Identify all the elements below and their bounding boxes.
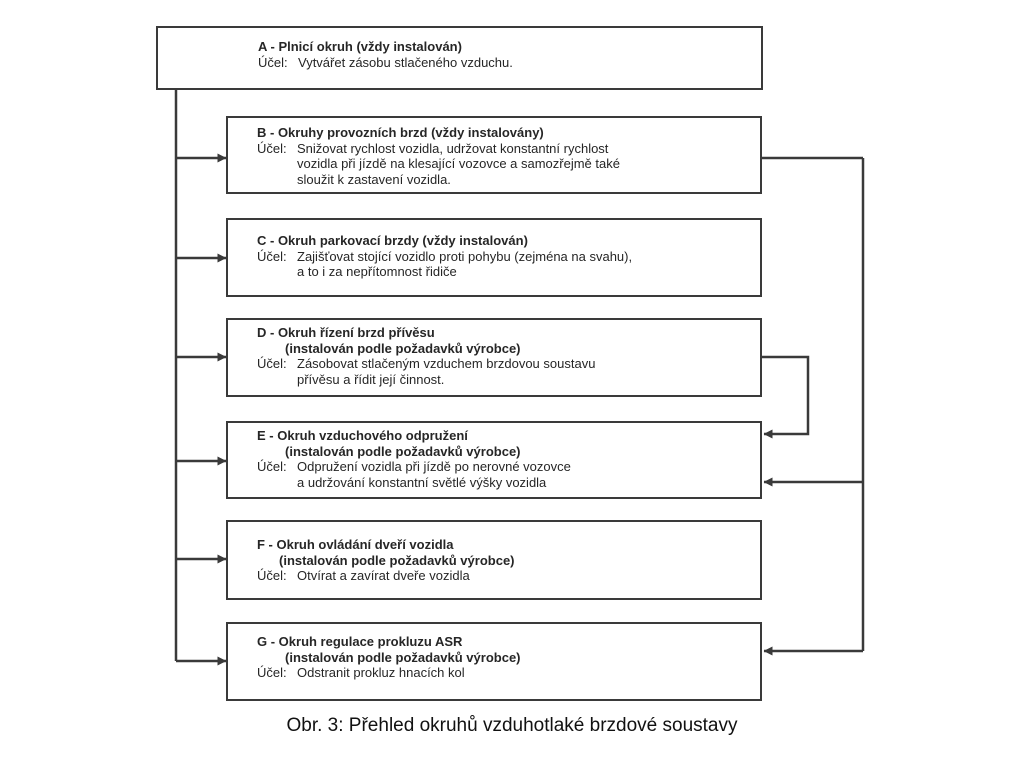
box-c-purpose-line: a to i za nepřítomnost řidiče bbox=[297, 264, 457, 279]
box-c-text: C - Okruh parkovací brzdy (vždy instalov… bbox=[257, 233, 632, 280]
box-a-purpose-line: Vytvářet zásobu stlačeného vzduchu. bbox=[298, 54, 513, 70]
box-c-purpose-label: Účel: bbox=[257, 248, 287, 264]
box-f-subtitle: (instalován podle požadavků výrobce) bbox=[279, 552, 515, 568]
box-b-purpose-line: Snižovat rychlost vozidla, udržovat kons… bbox=[297, 140, 609, 156]
box-g-purpose-label: Účel: bbox=[257, 665, 287, 680]
box-f-purpose-line: Otvírat a zavírat dveře vozidla bbox=[297, 568, 470, 583]
box-c-title: C - Okruh parkovací brzdy (vždy instalov… bbox=[257, 233, 528, 248]
box-d-text: D - Okruh řízení brzd přívěsu (instalová… bbox=[257, 325, 595, 387]
box-g-purpose-line: Odstranit prokluz hnacích kol bbox=[297, 665, 465, 680]
box-e-purpose-line: Odpružení vozidla při jízdě po nerovné v… bbox=[297, 459, 571, 474]
box-c-purpose-line: Zajišťovat stojící vozidlo proti pohybu … bbox=[297, 248, 633, 264]
box-b-purpose-line: vozidla při jízdě na klesající vozovce a… bbox=[297, 156, 620, 171]
box-e-purpose-label: Účel: bbox=[257, 459, 287, 474]
box-d-purpose-label: Účel: bbox=[257, 356, 287, 371]
box-b-service-brake-circuits bbox=[226, 116, 762, 194]
box-e-subtitle: (instalován podle požadavků výrobce) bbox=[285, 443, 521, 459]
box-a-title: A - Plnicí okruh (vždy instalován) bbox=[258, 39, 462, 54]
box-a-supply-circuit bbox=[156, 26, 763, 90]
box-f-title: F - Okruh ovládání dveří vozidla bbox=[257, 537, 454, 552]
box-e-text: E - Okruh vzduchového odpružení (instalo… bbox=[257, 428, 571, 490]
box-a-text: A - Plnicí okruh (vždy instalován) Účel:… bbox=[258, 39, 513, 70]
box-e-air-suspension-circuit bbox=[226, 421, 762, 499]
box-g-text: G - Okruh regulace prokluzu ASR (instalo… bbox=[257, 634, 521, 681]
box-b-text: B - Okruhy provozních brzd (vždy instalo… bbox=[257, 125, 620, 187]
box-f-text: F - Okruh ovládání dveří vozidla (instal… bbox=[257, 537, 515, 584]
box-c-parking-brake-circuit bbox=[226, 218, 762, 297]
box-d-purpose-line: Zásobovat stlačeným vzduchem brzdovou so… bbox=[297, 356, 596, 371]
box-e-purpose-line: a udržování konstantní světlé výšky vozi… bbox=[297, 474, 547, 490]
box-e-title: E - Okruh vzduchového odpružení bbox=[257, 428, 468, 443]
figure-caption: Obr. 3: Přehled okruhů vzduhotlaké brzdo… bbox=[286, 715, 738, 736]
box-d-subtitle: (instalován podle požadavků výrobce) bbox=[285, 340, 521, 356]
box-f-door-control-circuit bbox=[226, 520, 762, 600]
box-d-trailer-brake-circuit bbox=[226, 318, 762, 397]
box-b-purpose-label: Účel: bbox=[257, 140, 287, 156]
box-b-purpose-line: sloužit k zastavení vozidla. bbox=[297, 171, 451, 187]
box-g-subtitle: (instalován podle požadavků výrobce) bbox=[285, 649, 521, 665]
line-d-to-e bbox=[762, 355, 810, 439]
box-g-asr-circuit bbox=[226, 622, 762, 701]
box-b-title: B - Okruhy provozních brzd (vždy instalo… bbox=[257, 125, 544, 140]
box-f-purpose-label: Účel: bbox=[257, 568, 287, 583]
box-g-title: G - Okruh regulace prokluzu ASR bbox=[257, 634, 463, 649]
box-d-title: D - Okruh řízení brzd přívěsu bbox=[257, 325, 435, 340]
box-a-purpose-label: Účel: bbox=[258, 54, 288, 70]
box-d-purpose-line: přívěsu a řídit její činnost. bbox=[297, 371, 445, 387]
